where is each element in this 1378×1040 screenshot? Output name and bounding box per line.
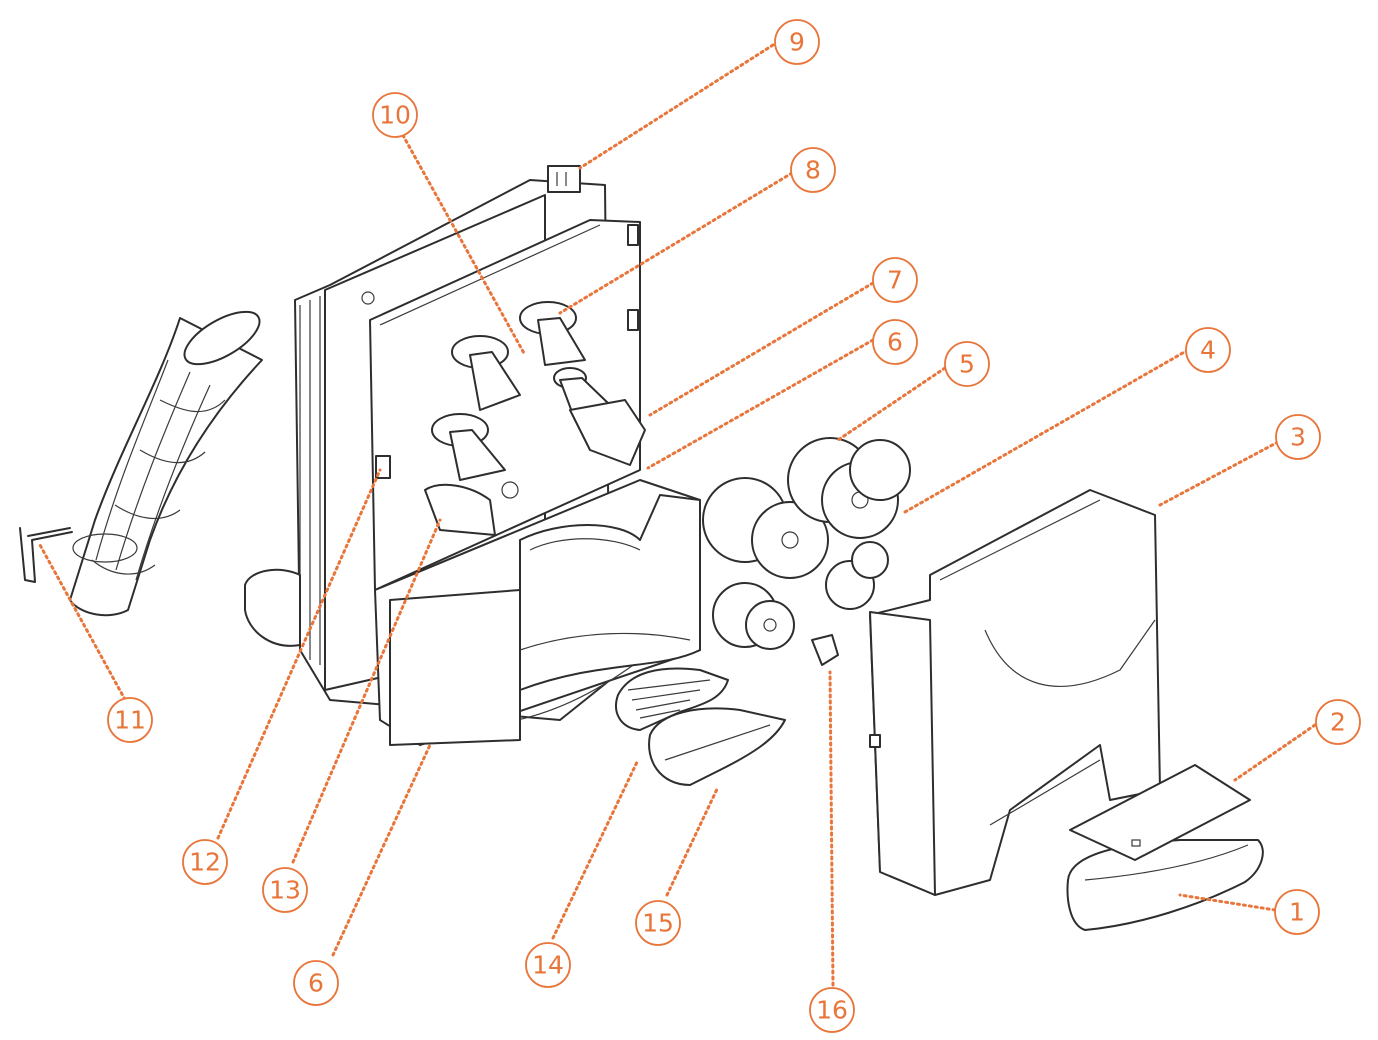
svg-text:6: 6 (887, 328, 903, 357)
svg-text:5: 5 (959, 350, 975, 379)
callout-14: 14 (525, 942, 571, 988)
svg-text:8: 8 (805, 156, 821, 185)
svg-text:6: 6 (308, 969, 324, 998)
svg-text:15: 15 (642, 909, 674, 938)
callout-6-lower: 6 (293, 960, 339, 1006)
callout-7: 7 (872, 257, 918, 303)
callout-11: 11 (107, 697, 153, 743)
callout-4: 4 (1185, 327, 1231, 373)
svg-text:10: 10 (379, 101, 411, 130)
drive-cones (424, 301, 646, 536)
callout-15: 15 (635, 900, 681, 946)
squeezing-cups (702, 437, 911, 666)
drip-tray (1066, 764, 1264, 931)
callout-3: 3 (1275, 414, 1321, 460)
svg-text:9: 9 (789, 28, 805, 57)
filter-and-tray (615, 667, 786, 786)
svg-text:3: 3 (1290, 423, 1306, 452)
callout-5: 5 (944, 341, 990, 387)
svg-text:13: 13 (269, 876, 301, 905)
svg-text:4: 4 (1200, 336, 1216, 365)
svg-text:14: 14 (532, 951, 564, 980)
callout-10: 10 (372, 92, 418, 138)
front-cover (869, 489, 1161, 896)
svg-text:1: 1 (1289, 898, 1305, 927)
callout-13: 13 (262, 867, 308, 913)
svg-text:2: 2 (1330, 708, 1346, 737)
leader-lines (38, 43, 1317, 987)
callout-1: 1 (1274, 889, 1320, 935)
svg-text:16: 16 (816, 996, 848, 1025)
callout-2: 2 (1315, 699, 1361, 745)
peel-chute (19, 310, 263, 617)
callout-12: 12 (182, 839, 228, 885)
callout-9: 9 (774, 19, 820, 65)
callout-6-upper: 6 (872, 319, 918, 365)
callout-16: 16 (809, 987, 855, 1033)
svg-text:7: 7 (887, 266, 903, 295)
svg-text:11: 11 (114, 706, 146, 735)
callout-8: 8 (790, 147, 836, 193)
svg-text:12: 12 (189, 848, 221, 877)
